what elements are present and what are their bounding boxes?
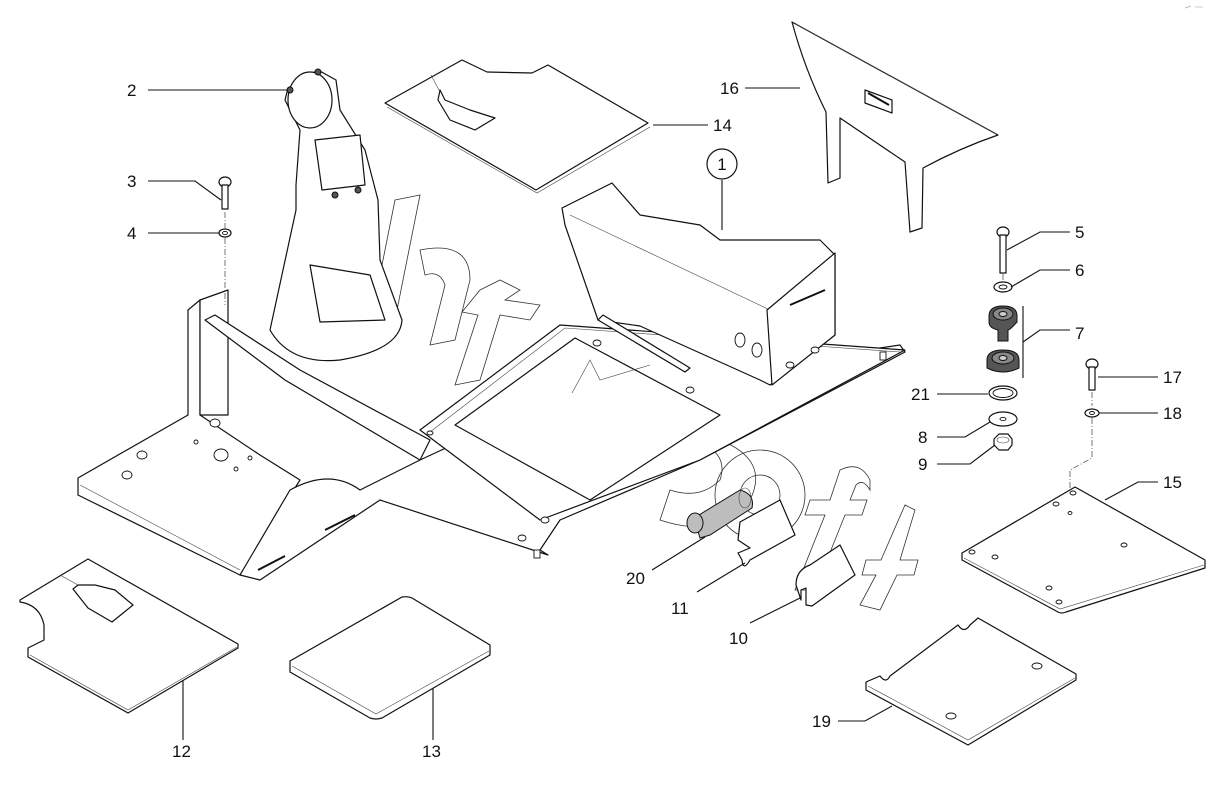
- part-7-rubber-mounts[interactable]: [986, 305, 1020, 373]
- part-4-washer[interactable]: [218, 228, 232, 238]
- callout-4[interactable]: 4: [127, 224, 136, 243]
- part-9-nut[interactable]: [993, 433, 1013, 451]
- part-21-ring[interactable]: [988, 385, 1018, 401]
- part-10-edge-profile[interactable]: [795, 544, 856, 607]
- leader-lines: [148, 87, 1158, 740]
- part-13-floor-mat-center[interactable]: [289, 596, 491, 720]
- callout-2[interactable]: 2: [127, 81, 136, 100]
- callout-9[interactable]: 9: [918, 455, 927, 474]
- part-19-slotted-plate[interactable]: [865, 617, 1077, 746]
- part-11-edge-seal[interactable]: [737, 499, 796, 567]
- callout-5[interactable]: 5: [1075, 223, 1084, 242]
- part-5-bolt[interactable]: [996, 226, 1010, 274]
- callout-17[interactable]: 17: [1163, 368, 1182, 387]
- callout-15[interactable]: 15: [1163, 473, 1182, 492]
- corner-mark-icon: [1184, 5, 1203, 9]
- callout-20[interactable]: 20: [626, 569, 645, 588]
- callout-circle-1: [706, 148, 738, 180]
- part-14-top-mat[interactable]: [384, 59, 651, 194]
- part-1-floor-frame[interactable]: [77, 182, 906, 581]
- part-8-flat-washer[interactable]: [988, 411, 1018, 427]
- part-3-bolt[interactable]: [218, 176, 232, 210]
- part-6-washer[interactable]: [993, 281, 1013, 293]
- part-15-plate[interactable]: [961, 486, 1206, 614]
- callout-13[interactable]: 13: [422, 742, 441, 761]
- callout-19[interactable]: 19: [812, 712, 831, 731]
- callout-7[interactable]: 7: [1075, 324, 1084, 343]
- callout-11[interactable]: 11: [671, 599, 689, 618]
- part-2-steering-support[interactable]: [269, 68, 403, 362]
- callouts: 1 2 3 4 5 6 7 8 9 10 11 12 13 14 15 16 1…: [127, 79, 1182, 761]
- callout-16[interactable]: 16: [720, 79, 739, 98]
- part-18-washer[interactable]: [1084, 408, 1100, 418]
- part-16-cover-panel[interactable]: [791, 21, 999, 233]
- callout-21[interactable]: 21: [911, 385, 930, 404]
- callout-1[interactable]: 1: [717, 155, 726, 174]
- part-20-mesh-seal[interactable]: [686, 487, 753, 539]
- part-12-floor-mat-left[interactable]: [19, 558, 239, 714]
- callout-6[interactable]: 6: [1075, 261, 1084, 280]
- callout-3[interactable]: 3: [127, 172, 136, 191]
- part-17-bolt[interactable]: [1085, 358, 1099, 391]
- callout-10[interactable]: 10: [729, 629, 748, 648]
- callout-14[interactable]: 14: [713, 116, 732, 135]
- callout-12[interactable]: 12: [172, 742, 191, 761]
- callout-18[interactable]: 18: [1163, 404, 1182, 423]
- callout-8[interactable]: 8: [918, 428, 927, 447]
- axis-line: [1069, 418, 1093, 488]
